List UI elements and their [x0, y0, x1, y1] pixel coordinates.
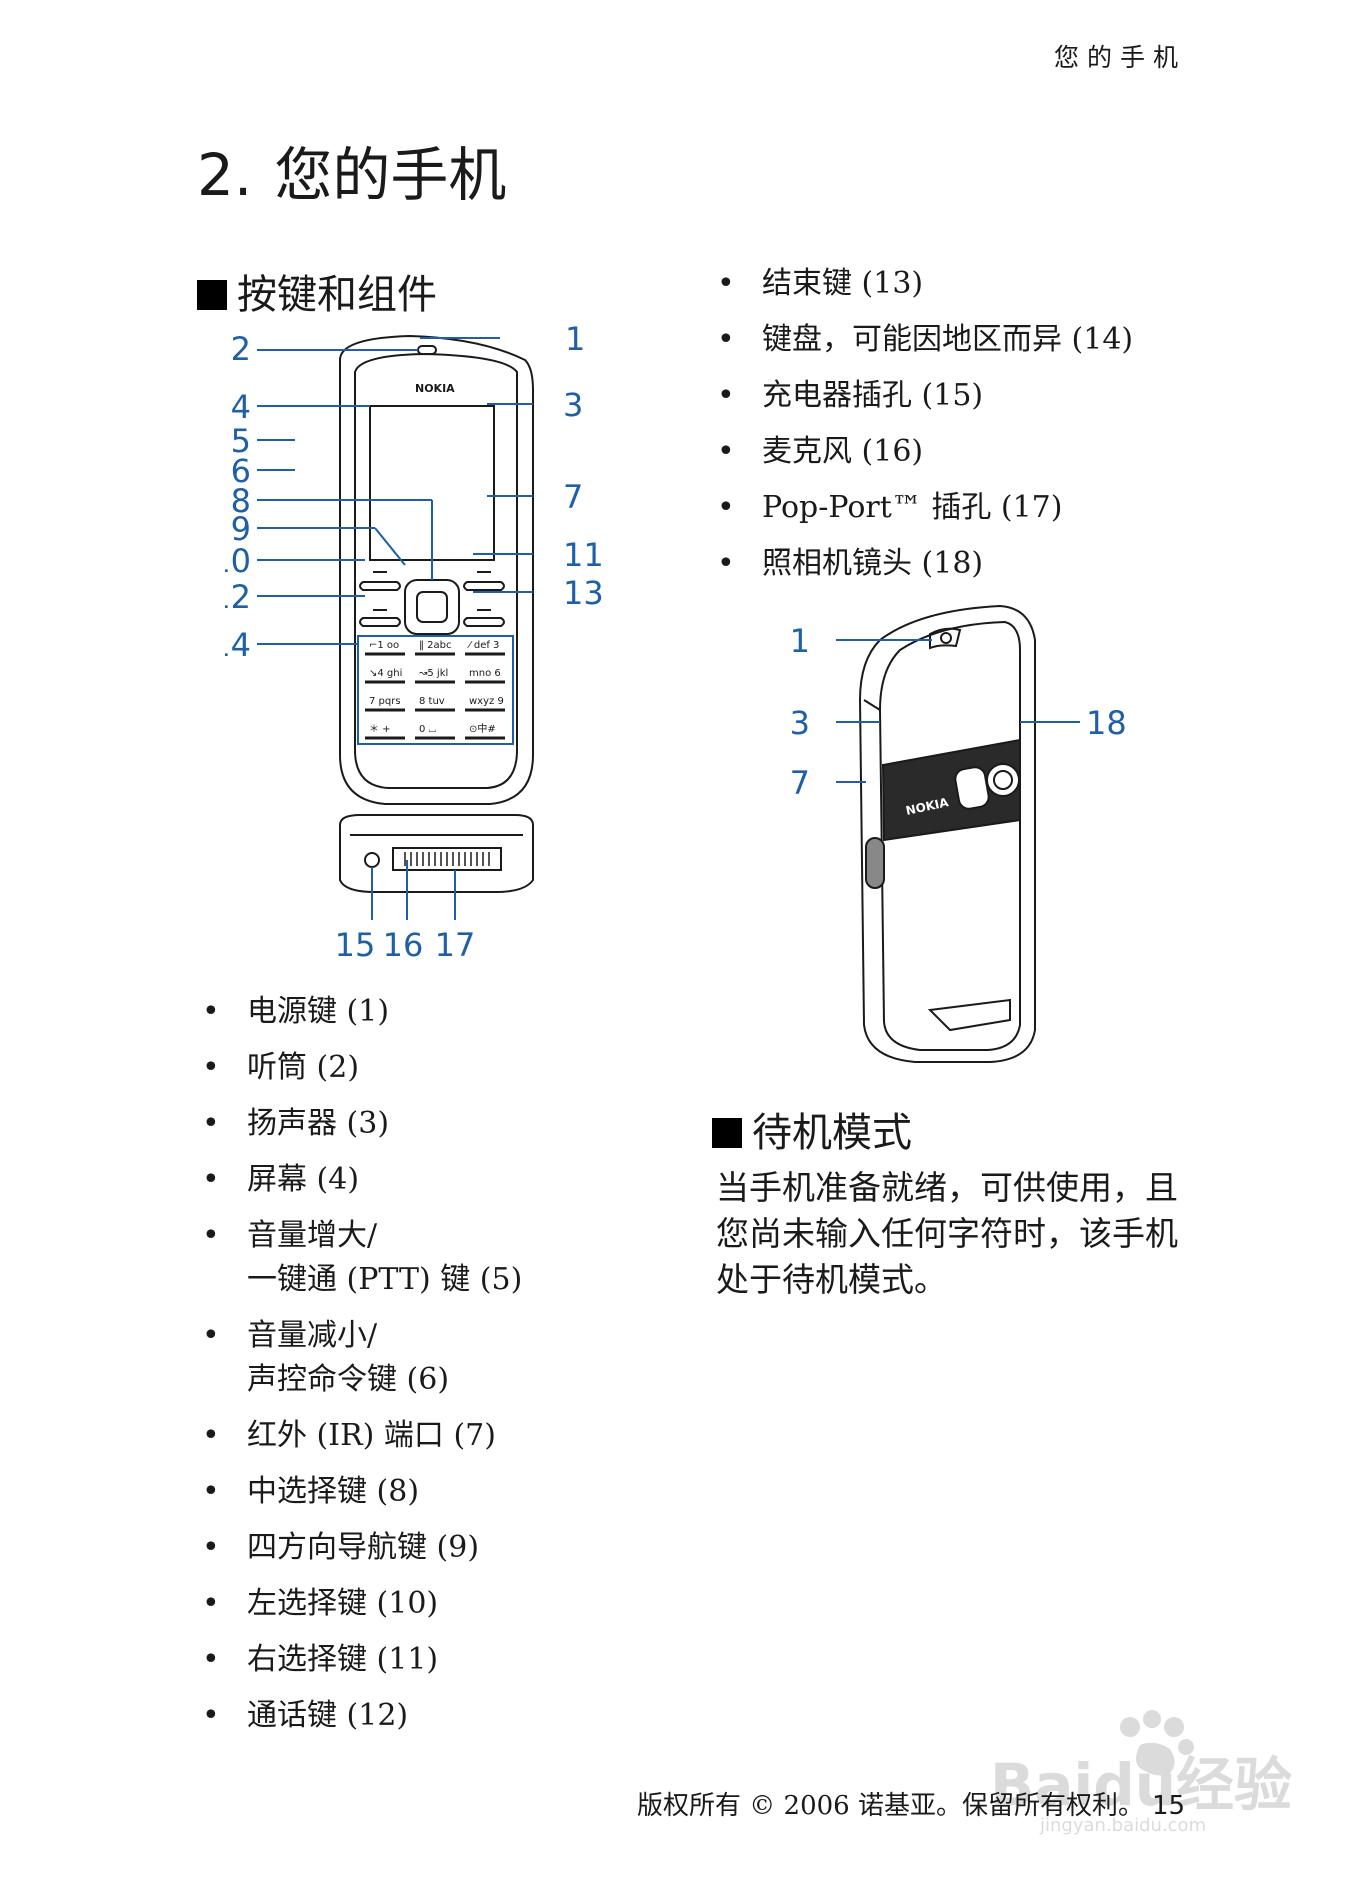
list-item: Pop-Port™ 插孔 (17)	[712, 486, 1232, 530]
callout-4: 4	[231, 388, 251, 426]
callout-10: 10	[225, 542, 251, 580]
callout-8: 8	[231, 482, 251, 520]
phone-front-diagram: NOKIA ⌐1 oo ‖ 2abc ⁄ def 3 ↘4 ghi ↝5 jkl…	[225, 320, 604, 964]
chapter-number: 2.	[197, 141, 253, 209]
list-item: 音量减小/声控命令键 (6)	[197, 1314, 617, 1402]
callout-3: 3	[563, 386, 583, 424]
list-item: 四方向导航键 (9)	[197, 1526, 617, 1570]
callout-1: 1	[565, 320, 585, 358]
baidu-watermark-logo: Baidu经验 jingyan.baidu.com	[990, 1710, 1292, 1835]
footer: 版权所有 © 2006 诺基亚。保留所有权利。15	[637, 1785, 1185, 1822]
chapter-title-text: 您的手机	[274, 141, 507, 209]
callout-17: 17	[435, 926, 476, 964]
list-item: 照相机镜头 (18)	[712, 542, 1232, 586]
list-item: 电源键 (1)	[197, 990, 617, 1034]
callout-13: 13	[563, 574, 604, 612]
list-item: 通话键 (12)	[197, 1694, 617, 1738]
key-label: ⁄ def 3	[467, 640, 499, 651]
key-label: 0 ⌴	[419, 724, 437, 735]
list-item: 扬声器 (3)	[197, 1102, 617, 1146]
list-item: 左选择键 (10)	[197, 1582, 617, 1626]
chapter-title: 2. 您的手机	[197, 128, 506, 212]
list-item: 屏幕 (4)	[197, 1158, 617, 1202]
list-item: 充电器插孔 (15)	[712, 374, 1232, 418]
list-item: 结束键 (13)	[712, 262, 1232, 306]
square-bullet-icon	[712, 1118, 742, 1148]
back-callout-3: 3	[790, 704, 810, 742]
component-list-right: 结束键 (13) 键盘，可能因地区而异 (14) 充电器插孔 (15) 麦克风 …	[712, 262, 1232, 598]
callout-12: 12	[225, 578, 251, 616]
callout-7: 7	[563, 478, 583, 516]
callout-9: 9	[231, 510, 251, 548]
phone-back-diagram: NOKIA 1 3 7 18	[790, 604, 1127, 1063]
callout-16: 16	[383, 926, 424, 964]
watermark-sub: jingyan.baidu.com	[1039, 1815, 1206, 1835]
list-item: 听筒 (2)	[197, 1046, 617, 1090]
list-item: 中选择键 (8)	[197, 1470, 617, 1514]
key-label: ↝5 jkl	[418, 668, 448, 679]
copyright-text: 版权所有 © 2006 诺基亚。保留所有权利。	[637, 1791, 1144, 1821]
list-item: 麦克风 (16)	[712, 430, 1232, 474]
callout-6: 6	[231, 452, 251, 490]
key-label: 7 pqrs	[369, 696, 401, 707]
key-label: ⊙中#	[469, 722, 496, 735]
list-item: 红外 (IR) 端口 (7)	[197, 1414, 617, 1458]
back-callout-1: 1	[790, 622, 810, 660]
callout-15: 15	[335, 926, 376, 964]
callout-5: 5	[231, 422, 251, 460]
callout-2: 2	[231, 330, 251, 368]
square-bullet-icon	[197, 280, 227, 310]
component-list-left: 电源键 (1) 听筒 (2) 扬声器 (3) 屏幕 (4) 音量增大/一键通 (…	[197, 990, 617, 1750]
key-label: ‖ 2abc	[419, 640, 452, 651]
list-item: 右选择键 (11)	[197, 1638, 617, 1682]
section-title-keys: 按键和组件	[197, 262, 437, 320]
section-title-standby-text: 待机模式	[752, 1110, 912, 1156]
key-label: ⌐1 oo	[369, 640, 399, 651]
running-head: 您的手机	[1053, 43, 1186, 72]
key-label: 8 tuv	[419, 696, 445, 707]
watermark-text: Baidu经验	[990, 1751, 1292, 1819]
standby-paragraph: 当手机准备就绪，可供使用，且您尚未输入任何字符时，该手机处于待机模式。	[716, 1168, 1178, 1299]
key-label: ↘4 ghi	[369, 668, 402, 679]
key-label: wxyz 9	[469, 696, 504, 707]
list-item: 音量增大/一键通 (PTT) 键 (5)	[197, 1214, 617, 1302]
page-number: 15	[1151, 1791, 1186, 1821]
callout-11: 11	[563, 536, 604, 574]
section-title-standby: 待机模式	[712, 1100, 912, 1158]
back-callout-7: 7	[790, 764, 810, 802]
section-title-keys-text: 按键和组件	[237, 272, 437, 318]
callout-14: 14	[225, 626, 251, 664]
key-label: mno 6	[469, 668, 501, 679]
key-label: ＊ +	[369, 724, 391, 735]
brand-logo-front: NOKIA	[415, 382, 455, 395]
list-item: 键盘，可能因地区而异 (14)	[712, 318, 1232, 362]
back-callout-18: 18	[1086, 704, 1127, 742]
